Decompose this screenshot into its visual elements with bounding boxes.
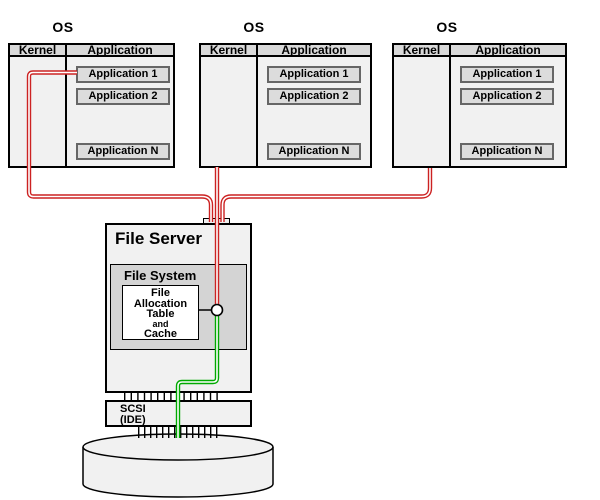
- kernel-area: [394, 57, 451, 166]
- application-area: Application 1 Application 2 Application …: [451, 57, 565, 166]
- application-area: Application 1 Application 2 Application …: [258, 57, 370, 166]
- kernel-area: [10, 57, 67, 166]
- application-1-box: Application 1: [460, 66, 554, 83]
- application-1-box: Application 1: [267, 66, 361, 83]
- scsi-label: SCSI: [120, 403, 146, 415]
- application-n-box: Application N: [460, 143, 554, 160]
- fat-line: File: [151, 287, 170, 299]
- fat-line: Table: [146, 308, 175, 320]
- application-area: Application 1 Application 2 Application …: [67, 57, 173, 166]
- fat-line: and: [152, 318, 169, 329]
- application-2-box: Application 2: [76, 88, 170, 105]
- scsi-controller-box: SCSI (IDE): [105, 400, 252, 427]
- os-title: OS: [243, 19, 265, 35]
- os-node-3: Kernel Application Application 1 Applica…: [392, 43, 567, 168]
- os-title: OS: [52, 19, 74, 35]
- os-node-1: Kernel Application Application 1 Applica…: [8, 43, 175, 168]
- application-header-cell: Application: [258, 44, 370, 57]
- application-2-box: Application 2: [267, 88, 361, 105]
- kernel-area: [201, 57, 258, 166]
- kernel-header-cell: Kernel: [201, 44, 258, 57]
- application-header-cell: Application: [451, 44, 565, 57]
- fat-line: Cache: [143, 327, 178, 340]
- disk-cylinder-body: [82, 447, 274, 498]
- application-1-box: Application 1: [76, 66, 170, 83]
- kernel-header-cell: Kernel: [394, 44, 451, 57]
- application-header-cell: Application: [67, 44, 173, 57]
- os-title: OS: [436, 19, 458, 35]
- application-2-box: Application 2: [460, 88, 554, 105]
- file-system-title: File System: [124, 268, 197, 283]
- file-allocation-table-box: File Allocation Table and Cache: [122, 285, 199, 340]
- request-pipe-os3: [220, 168, 433, 222]
- kernel-header-cell: Kernel: [10, 44, 67, 57]
- file-server-title: File Server: [115, 229, 202, 248]
- application-n-box: Application N: [76, 143, 170, 160]
- disk-cylinder-top: [82, 433, 274, 461]
- fat-line: Allocation: [133, 297, 188, 310]
- os-node-2: Kernel Application Application 1 Applica…: [199, 43, 372, 168]
- application-n-box: Application N: [267, 143, 361, 160]
- scsi-alt-label: (IDE): [120, 413, 146, 426]
- request-pipe-os3-core: [221, 168, 431, 222]
